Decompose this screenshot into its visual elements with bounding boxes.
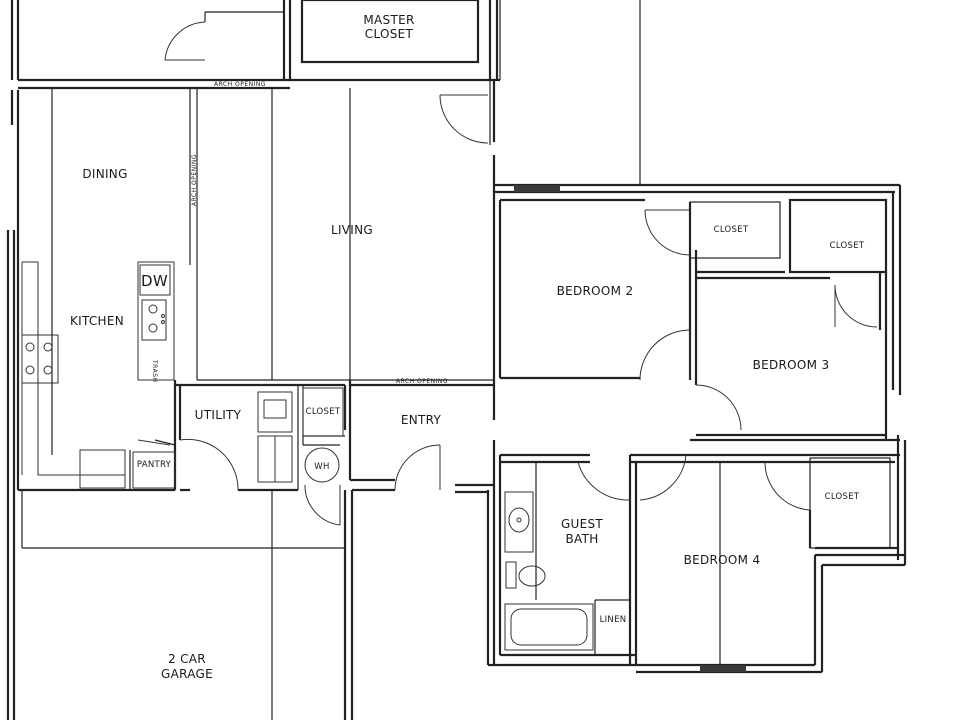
pantry-closet [132, 451, 176, 489]
door-swing [764, 461, 811, 511]
entry-label: ENTRY [401, 413, 442, 427]
closet-bedroom-3-label: CLOSET [830, 241, 865, 251]
bath-sink-icon [508, 507, 530, 533]
arch-opening-side: ARCH OPENING [191, 154, 198, 206]
door-swing [394, 444, 441, 491]
bath-fixtures [504, 491, 594, 651]
master-closet-label-line1: MASTER [363, 13, 414, 27]
bathtub-icon [504, 603, 594, 651]
door-swing [577, 461, 631, 501]
toilet-icon [518, 565, 546, 587]
utility-fixtures: WH [257, 387, 344, 483]
door-swing [639, 329, 691, 381]
dishwasher-label: DW [141, 272, 168, 290]
room-labels: MASTER CLOSET DINING LIVING KITCHEN BEDR… [70, 13, 865, 681]
door-swing [644, 209, 691, 256]
closet-bedroom-2-label: CLOSET [714, 225, 749, 235]
garage-label-line2: GARAGE [161, 667, 213, 681]
kitchen-fixtures: DW TRASH [21, 261, 176, 489]
walls [6, 0, 907, 720]
vanity-icon [504, 491, 534, 553]
garage-label-line1: 2 CAR [168, 652, 206, 666]
guest-bath-label-line1: GUEST [561, 517, 603, 531]
guest-bath-label-line2: BATH [565, 532, 598, 546]
kitchen-island [137, 261, 175, 381]
arch-opening-bottom: ARCH OPENING [396, 378, 448, 385]
range-icon [21, 334, 59, 384]
trash-label: TRASH [151, 359, 158, 383]
living-label: LIVING [331, 223, 373, 237]
bedroom-4-label: BEDROOM 4 [684, 553, 761, 567]
door-swing [304, 484, 341, 526]
door-swing [834, 284, 878, 328]
closet-entry-label: CLOSET [306, 407, 341, 417]
water-heater-label: WH [314, 462, 329, 472]
door-swing [639, 454, 687, 501]
kitchen-label: KITCHEN [70, 314, 124, 328]
bedroom-2-label: BEDROOM 2 [557, 284, 634, 298]
door-swing [137, 439, 171, 446]
door-swing [695, 384, 742, 431]
arch-opening-top: ARCH OPENING [214, 81, 266, 88]
utility-label: UTILITY [195, 408, 242, 422]
closet-bedroom-4-label: CLOSET [825, 492, 860, 502]
master-closet-label-line2: CLOSET [365, 27, 414, 41]
door-swing [439, 94, 489, 144]
arch-annotations: ARCH OPENING ARCH OPENING ARCH OPENING [191, 81, 448, 385]
refrigerator-icon [79, 449, 126, 489]
washer-icon [257, 391, 293, 433]
door-swing [179, 438, 239, 491]
door-swing [164, 21, 206, 61]
pantry-label: PANTRY [137, 460, 172, 470]
entry-closet [302, 387, 344, 437]
water-heater-icon [304, 447, 340, 483]
dishwasher-icon [139, 264, 171, 296]
linen-label: LINEN [600, 615, 627, 625]
dining-label: DINING [82, 167, 127, 181]
sink-icon [141, 299, 167, 341]
bedroom-3-label: BEDROOM 3 [753, 358, 830, 372]
doors [137, 21, 878, 526]
